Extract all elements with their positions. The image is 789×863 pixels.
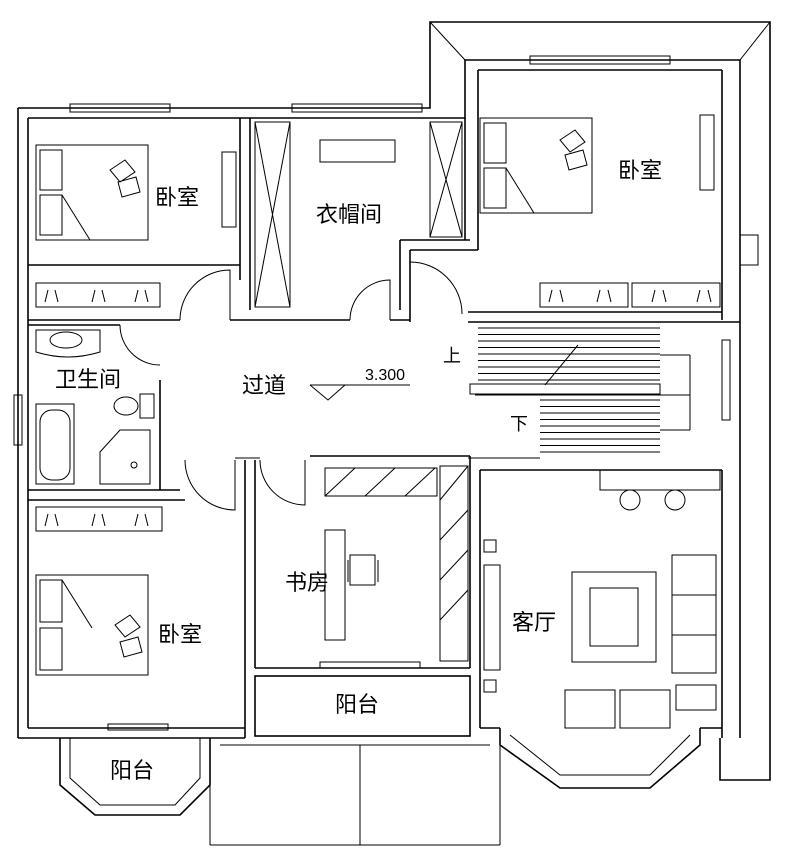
living-furniture <box>483 469 721 729</box>
room-label-bedroom-ne: 卧室 <box>618 159 662 184</box>
wardrobe-cabinets <box>254 121 463 308</box>
room-label-bedroom-nw: 卧室 <box>155 186 199 211</box>
bay-window <box>499 728 701 789</box>
closets <box>35 282 721 532</box>
room-labels: 卧室 衣帽间 卧室 卫生间 过道 书房 客厅 卧室 阳台 阳台 上 下 <box>55 159 662 784</box>
elevation-label: 3.300 <box>365 367 405 384</box>
room-label-balcony-sw: 阳台 <box>110 759 154 784</box>
stair-down-label: 下 <box>510 414 528 435</box>
interior-walls <box>28 69 740 738</box>
doors <box>119 261 463 511</box>
room-label-bathroom: 卫生间 <box>55 368 121 393</box>
room-label-bedroom-sw: 卧室 <box>158 623 202 648</box>
exterior-walls <box>17 21 771 781</box>
study-furniture <box>324 465 469 662</box>
room-label-corridor: 过道 <box>242 374 286 399</box>
staircase[interactable] <box>468 327 691 459</box>
bathroom-fixtures <box>35 329 155 485</box>
room-label-balcony-mid: 阳台 <box>335 693 379 718</box>
windows <box>13 55 731 731</box>
room-label-study: 书房 <box>285 571 329 596</box>
beds <box>35 114 715 676</box>
stair-up-label: 上 <box>443 346 461 367</box>
terrace <box>209 744 501 846</box>
room-label-wardrobe: 衣帽间 <box>316 203 382 228</box>
elevation-marker: 3.300 <box>309 367 410 401</box>
room-label-living: 客厅 <box>512 611 556 636</box>
pillow-decor <box>109 159 141 198</box>
